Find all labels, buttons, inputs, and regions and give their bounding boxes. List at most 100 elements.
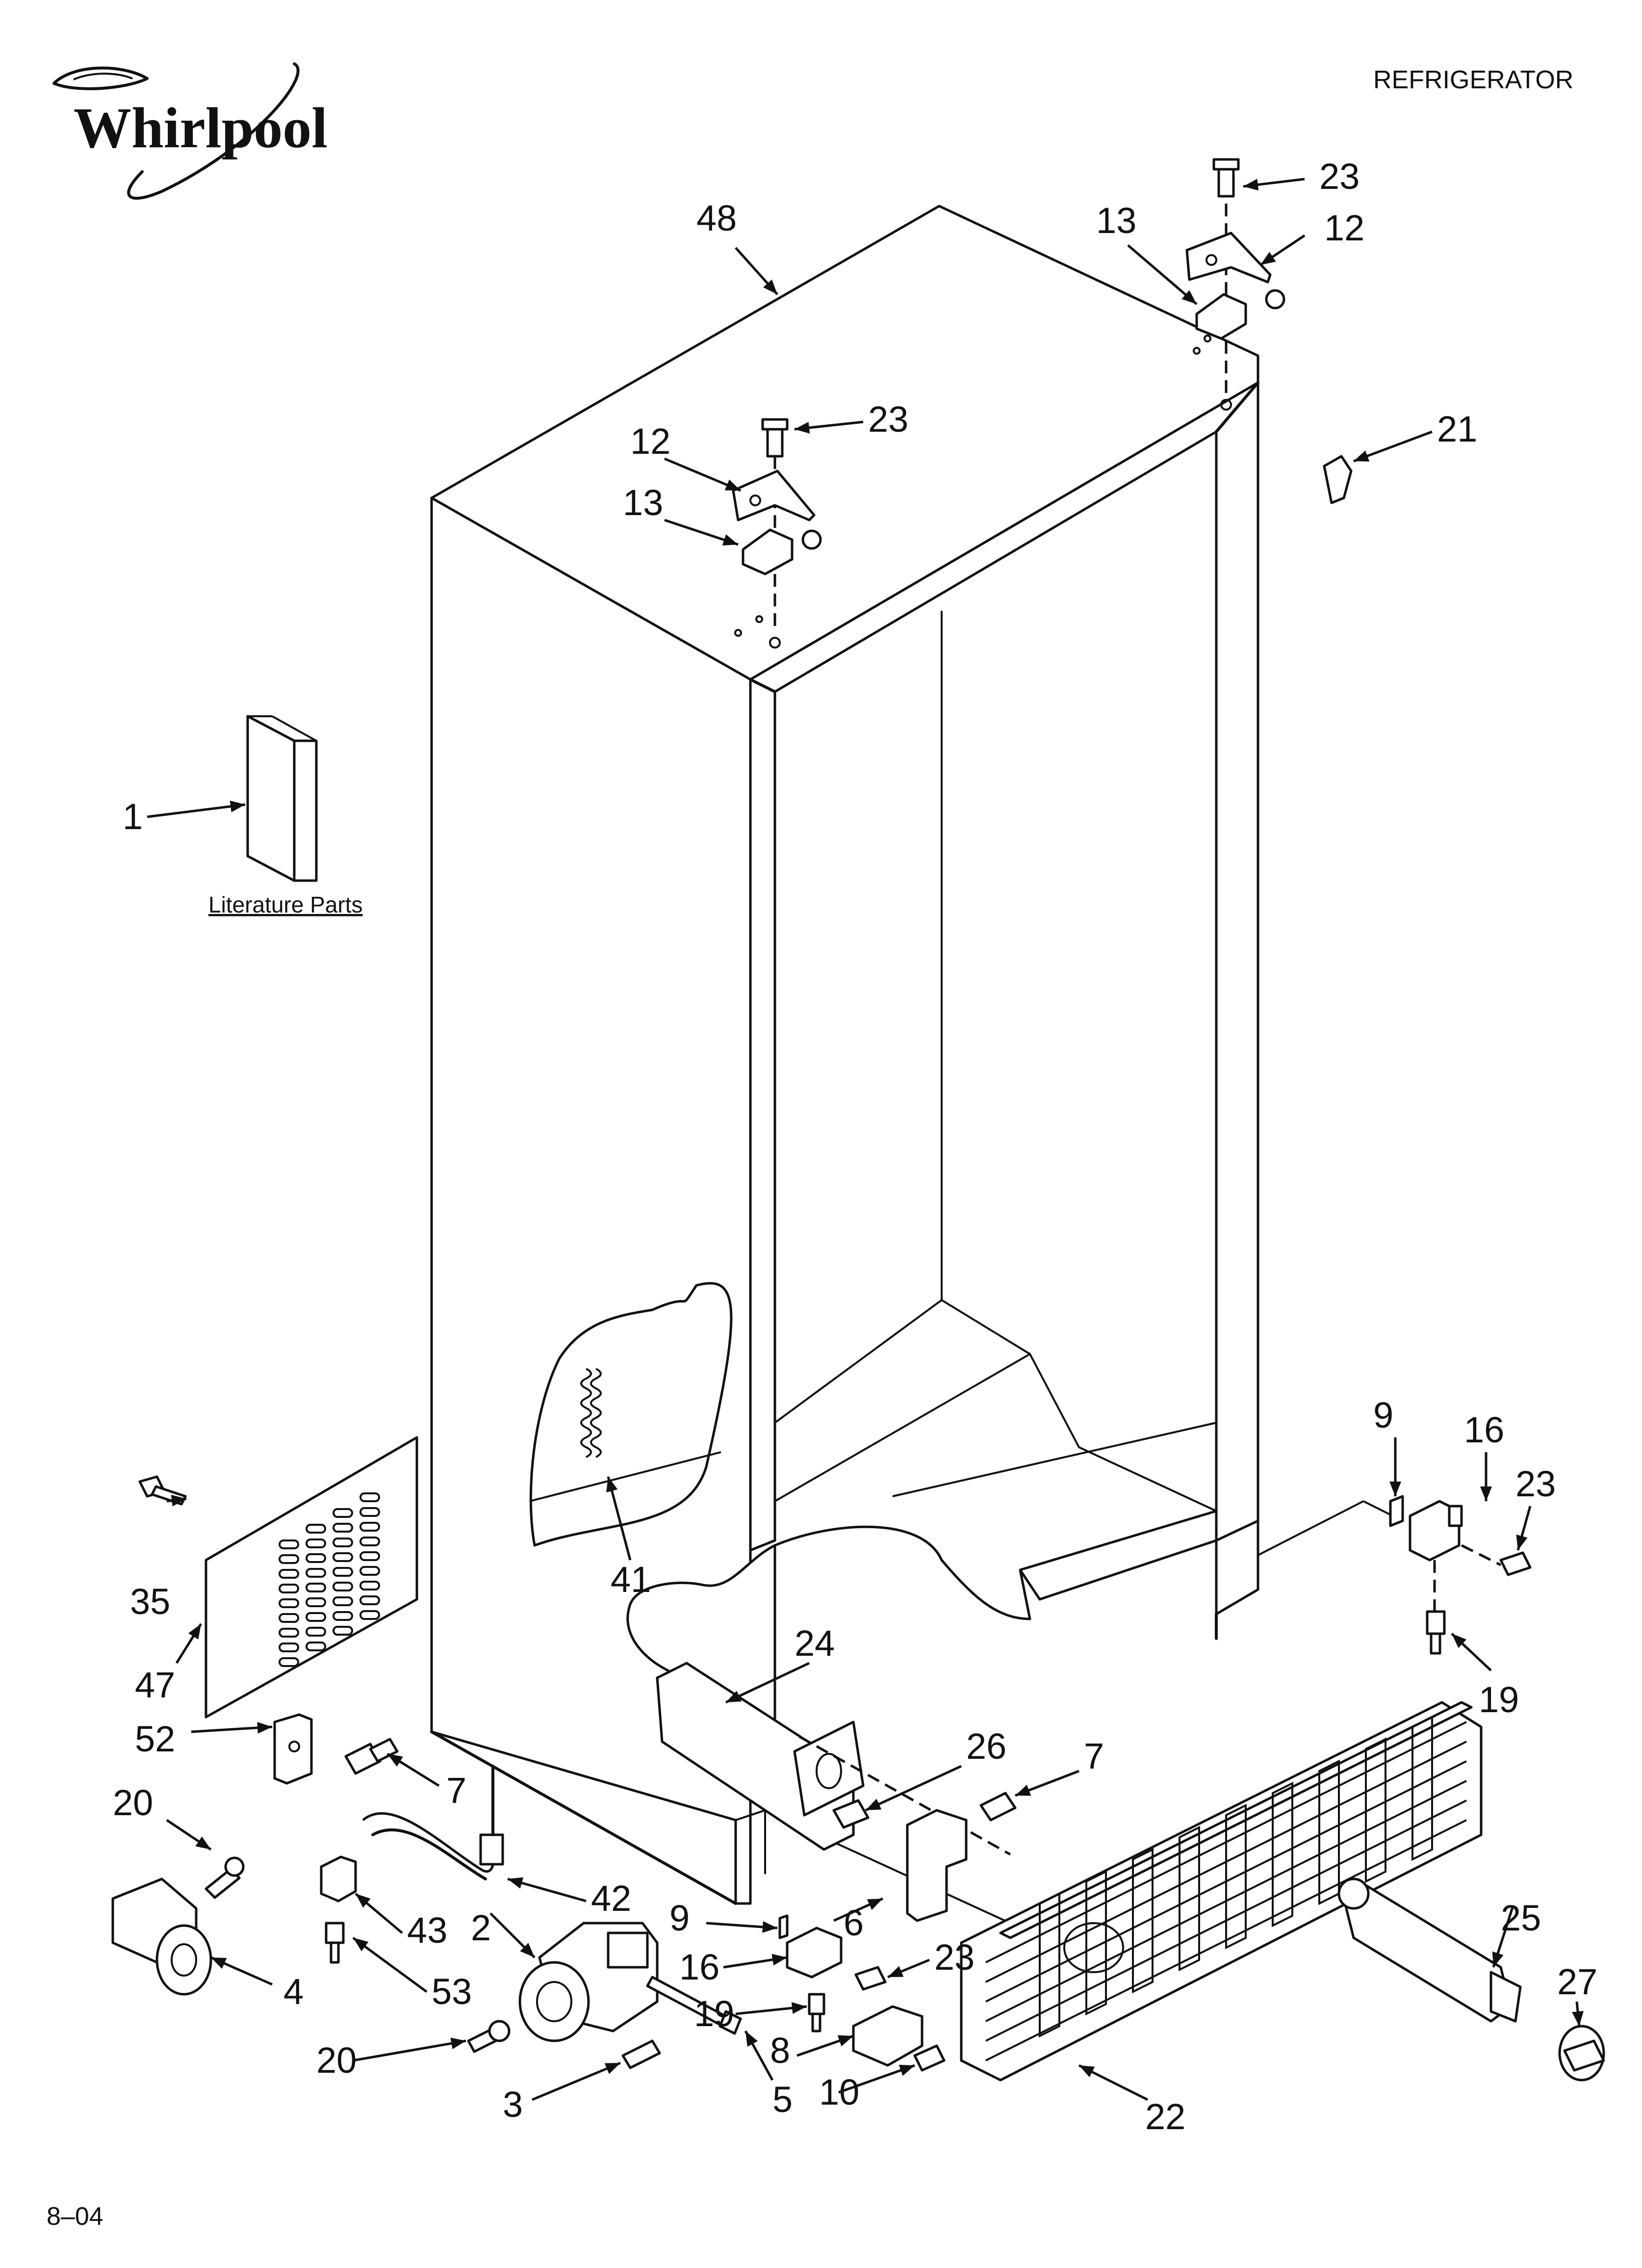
callout-9: 9 [1373,1395,1393,1435]
leader-arrow [1516,1506,1532,1551]
callout-10: 10 [819,2072,859,2112]
screw-26 [798,1735,1011,1856]
callout-47: 47 [135,1665,175,1705]
leader-arrow [735,2002,807,2015]
callout-2: 2 [471,1907,491,1948]
leader-arrow [1572,2001,1584,2027]
bracket-8 [852,2005,924,2067]
callout-13: 13 [623,482,663,523]
screw-10 [913,2044,946,2072]
callout-27: 27 [1557,1961,1597,2002]
clip-52 [273,1713,313,1785]
literature-parts-booklet [246,715,318,882]
leader-arrow [1451,1633,1492,1671]
filter-cap-27 [1558,2025,1605,2082]
leader-arrow [353,2037,466,2062]
leader-arrow [1492,1905,1514,1968]
callout-7: 7 [446,1770,466,1811]
leader-arrow [1243,178,1305,191]
shim-9-right [1389,1495,1404,1527]
clamp-43 [320,1855,357,1903]
screw-7-left [344,1738,399,1775]
leader-arrow [1078,2064,1149,2101]
callout-25: 25 [1501,1898,1541,1938]
callout-19: 19 [1479,1679,1519,1720]
leader-arrow [1480,1452,1492,1501]
callout-4: 4 [283,1971,304,2012]
leader-arrow [1127,244,1198,305]
bracket-6 [906,1809,968,1922]
callout-23: 23 [1319,156,1360,197]
leader-arrow [723,1954,788,1969]
callout-53: 53 [432,1971,472,2012]
callout-12: 12 [630,421,670,462]
shim-9-left [778,1914,789,1939]
leader-arrow [887,1958,930,1979]
leader-arrow [1389,1437,1401,1496]
date-code: 8–04 [47,2202,103,2231]
top-hinge-left [732,418,822,633]
leader-arrow [664,519,739,546]
leader-arrow [166,1819,212,1851]
leader-arrow [175,1623,203,1664]
page-title: REFRIGERATOR [1373,66,1573,94]
screw-7-right [979,1792,1017,1822]
defrost-timer-2 [518,1922,659,2042]
callout-26: 26 [966,1726,1006,1767]
callout-21: 21 [1437,409,1477,449]
leader-arrow [796,2034,854,2057]
leader-arrow [489,1912,536,1958]
bracket-16-left [786,1927,843,1979]
leader-arrow [1259,234,1306,266]
screw-23-left [854,1966,887,1991]
water-filter-25 [1337,1877,1522,2023]
leader-arrow [1015,1770,1079,1797]
callout-16: 16 [1464,1409,1504,1450]
screw-20-right [467,2020,511,2053]
leader-arrow [794,420,864,434]
grille-22 [960,1701,1483,2082]
callout-8: 8 [770,2030,790,2071]
leader-arrow [735,247,778,295]
callout-13: 13 [1096,200,1136,241]
callout-23: 23 [934,1937,975,1978]
top-hinge-right [1185,158,1285,397]
leader-arrow [386,1752,440,1787]
leader-arrow [744,2030,774,2081]
tube-42 [362,1765,504,1880]
cabinet [430,205,1403,1924]
callout-23: 23 [868,399,908,440]
callout-24: 24 [795,1623,835,1664]
callout-22: 22 [1145,2096,1185,2137]
leader-arrow [210,1956,273,1986]
leader-arrow [352,1936,428,1993]
leader-arrow [532,2061,621,2101]
leader-arrow [507,1877,587,1903]
callout-7: 7 [1084,1736,1104,1776]
screw-3 [621,2039,661,2069]
callout-41: 41 [611,1559,651,1600]
leader-arrow [147,800,246,818]
leader-arrow [355,1893,403,1934]
callout-35: 35 [130,1581,170,1622]
callout-1: 1 [123,796,143,837]
leader-arrow [166,1494,187,1507]
access-panel-47 [205,1436,418,1719]
callout-leaders [147,178,1584,2101]
whirlpool-logo: Whirlpool [52,62,328,200]
callout-48: 48 [696,198,737,238]
literature-caption: Literature Parts [208,892,362,917]
callout-20: 20 [316,2040,357,2081]
cap-21 [1323,455,1353,504]
screw-19-right [1426,1560,1446,1655]
callout-16: 16 [679,1947,719,1987]
callout-43: 43 [407,1910,447,1951]
callout-52: 52 [135,1719,175,1759]
callout-19: 19 [694,1993,734,2034]
bracket-16-right [1409,1500,1463,1562]
leader-arrow [606,1476,632,1561]
leveling-leg-24 [656,1662,865,1851]
callout-23: 23 [1515,1463,1556,1504]
screw-19-left [808,1993,825,2033]
